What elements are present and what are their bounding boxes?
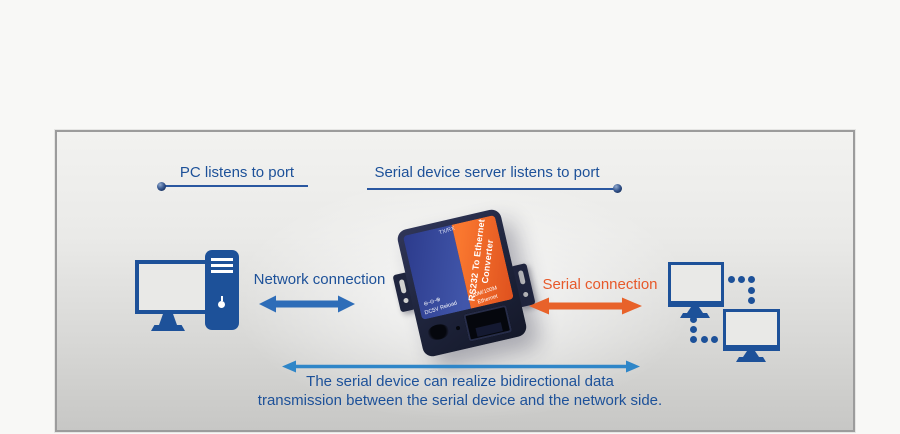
network-connection-label: Network connection	[253, 271, 386, 288]
serial-connection-arrow	[529, 297, 642, 315]
tower-vent-line	[211, 264, 233, 267]
mounting-hole	[403, 297, 410, 304]
double-arrow-icon	[529, 297, 642, 315]
monitor-stand-base	[680, 313, 710, 318]
double-arrow-icon	[259, 295, 355, 313]
tower-vent-line	[211, 258, 233, 261]
power-button-icon	[221, 296, 223, 301]
thin-double-arrow-icon	[282, 360, 640, 373]
server-listens-label: Serial device server listens to port	[374, 164, 600, 181]
diagram-panel: PC listens to port Serial device server …	[54, 129, 856, 433]
monitor-stand-neck	[687, 307, 703, 313]
pc-listens-label: PC listens to port	[179, 164, 295, 181]
bottom-caption-line2: transmission between the serial device a…	[257, 392, 663, 409]
mounting-hole	[522, 291, 529, 298]
serial-devices-icon	[662, 257, 792, 367]
pc-listens-underline	[162, 185, 308, 187]
rj45-pin-block	[475, 322, 503, 337]
monitor-stand-base	[151, 325, 185, 331]
mounting-slot	[398, 279, 407, 294]
bidirectional-data-arrow	[282, 360, 640, 373]
server-listens-endpoint-dot	[613, 184, 622, 193]
monitor-stand-neck	[743, 351, 759, 357]
monitor-stand-neck	[159, 314, 177, 325]
serial-monitor-icon-1	[668, 262, 724, 307]
pc-tower-icon	[205, 250, 239, 330]
server-listens-underline	[367, 188, 619, 190]
converter-body: RS232 To Ethernet Converter TX/RX ⊖-⊙-⊕ …	[392, 207, 536, 359]
serial-monitor-icon-2	[723, 309, 780, 351]
serial-connection-label: Serial connection	[542, 276, 658, 293]
serial-to-ethernet-converter-image: RS232 To Ethernet Converter TX/RX ⊖-⊙-⊕ …	[392, 207, 536, 360]
pc-icon	[132, 247, 262, 337]
pc-listens-endpoint-dot	[157, 182, 166, 191]
mounting-slot	[517, 270, 526, 285]
network-connection-arrow	[259, 295, 355, 313]
monitor-stand-base	[736, 357, 766, 362]
bottom-caption-line1: The serial device can realize bidirectio…	[306, 373, 614, 390]
power-button-icon	[218, 301, 225, 308]
bottom-caption: The serial device can realize bidirectio…	[175, 372, 745, 410]
pc-monitor-icon	[135, 260, 209, 314]
tower-vent-line	[211, 270, 233, 273]
